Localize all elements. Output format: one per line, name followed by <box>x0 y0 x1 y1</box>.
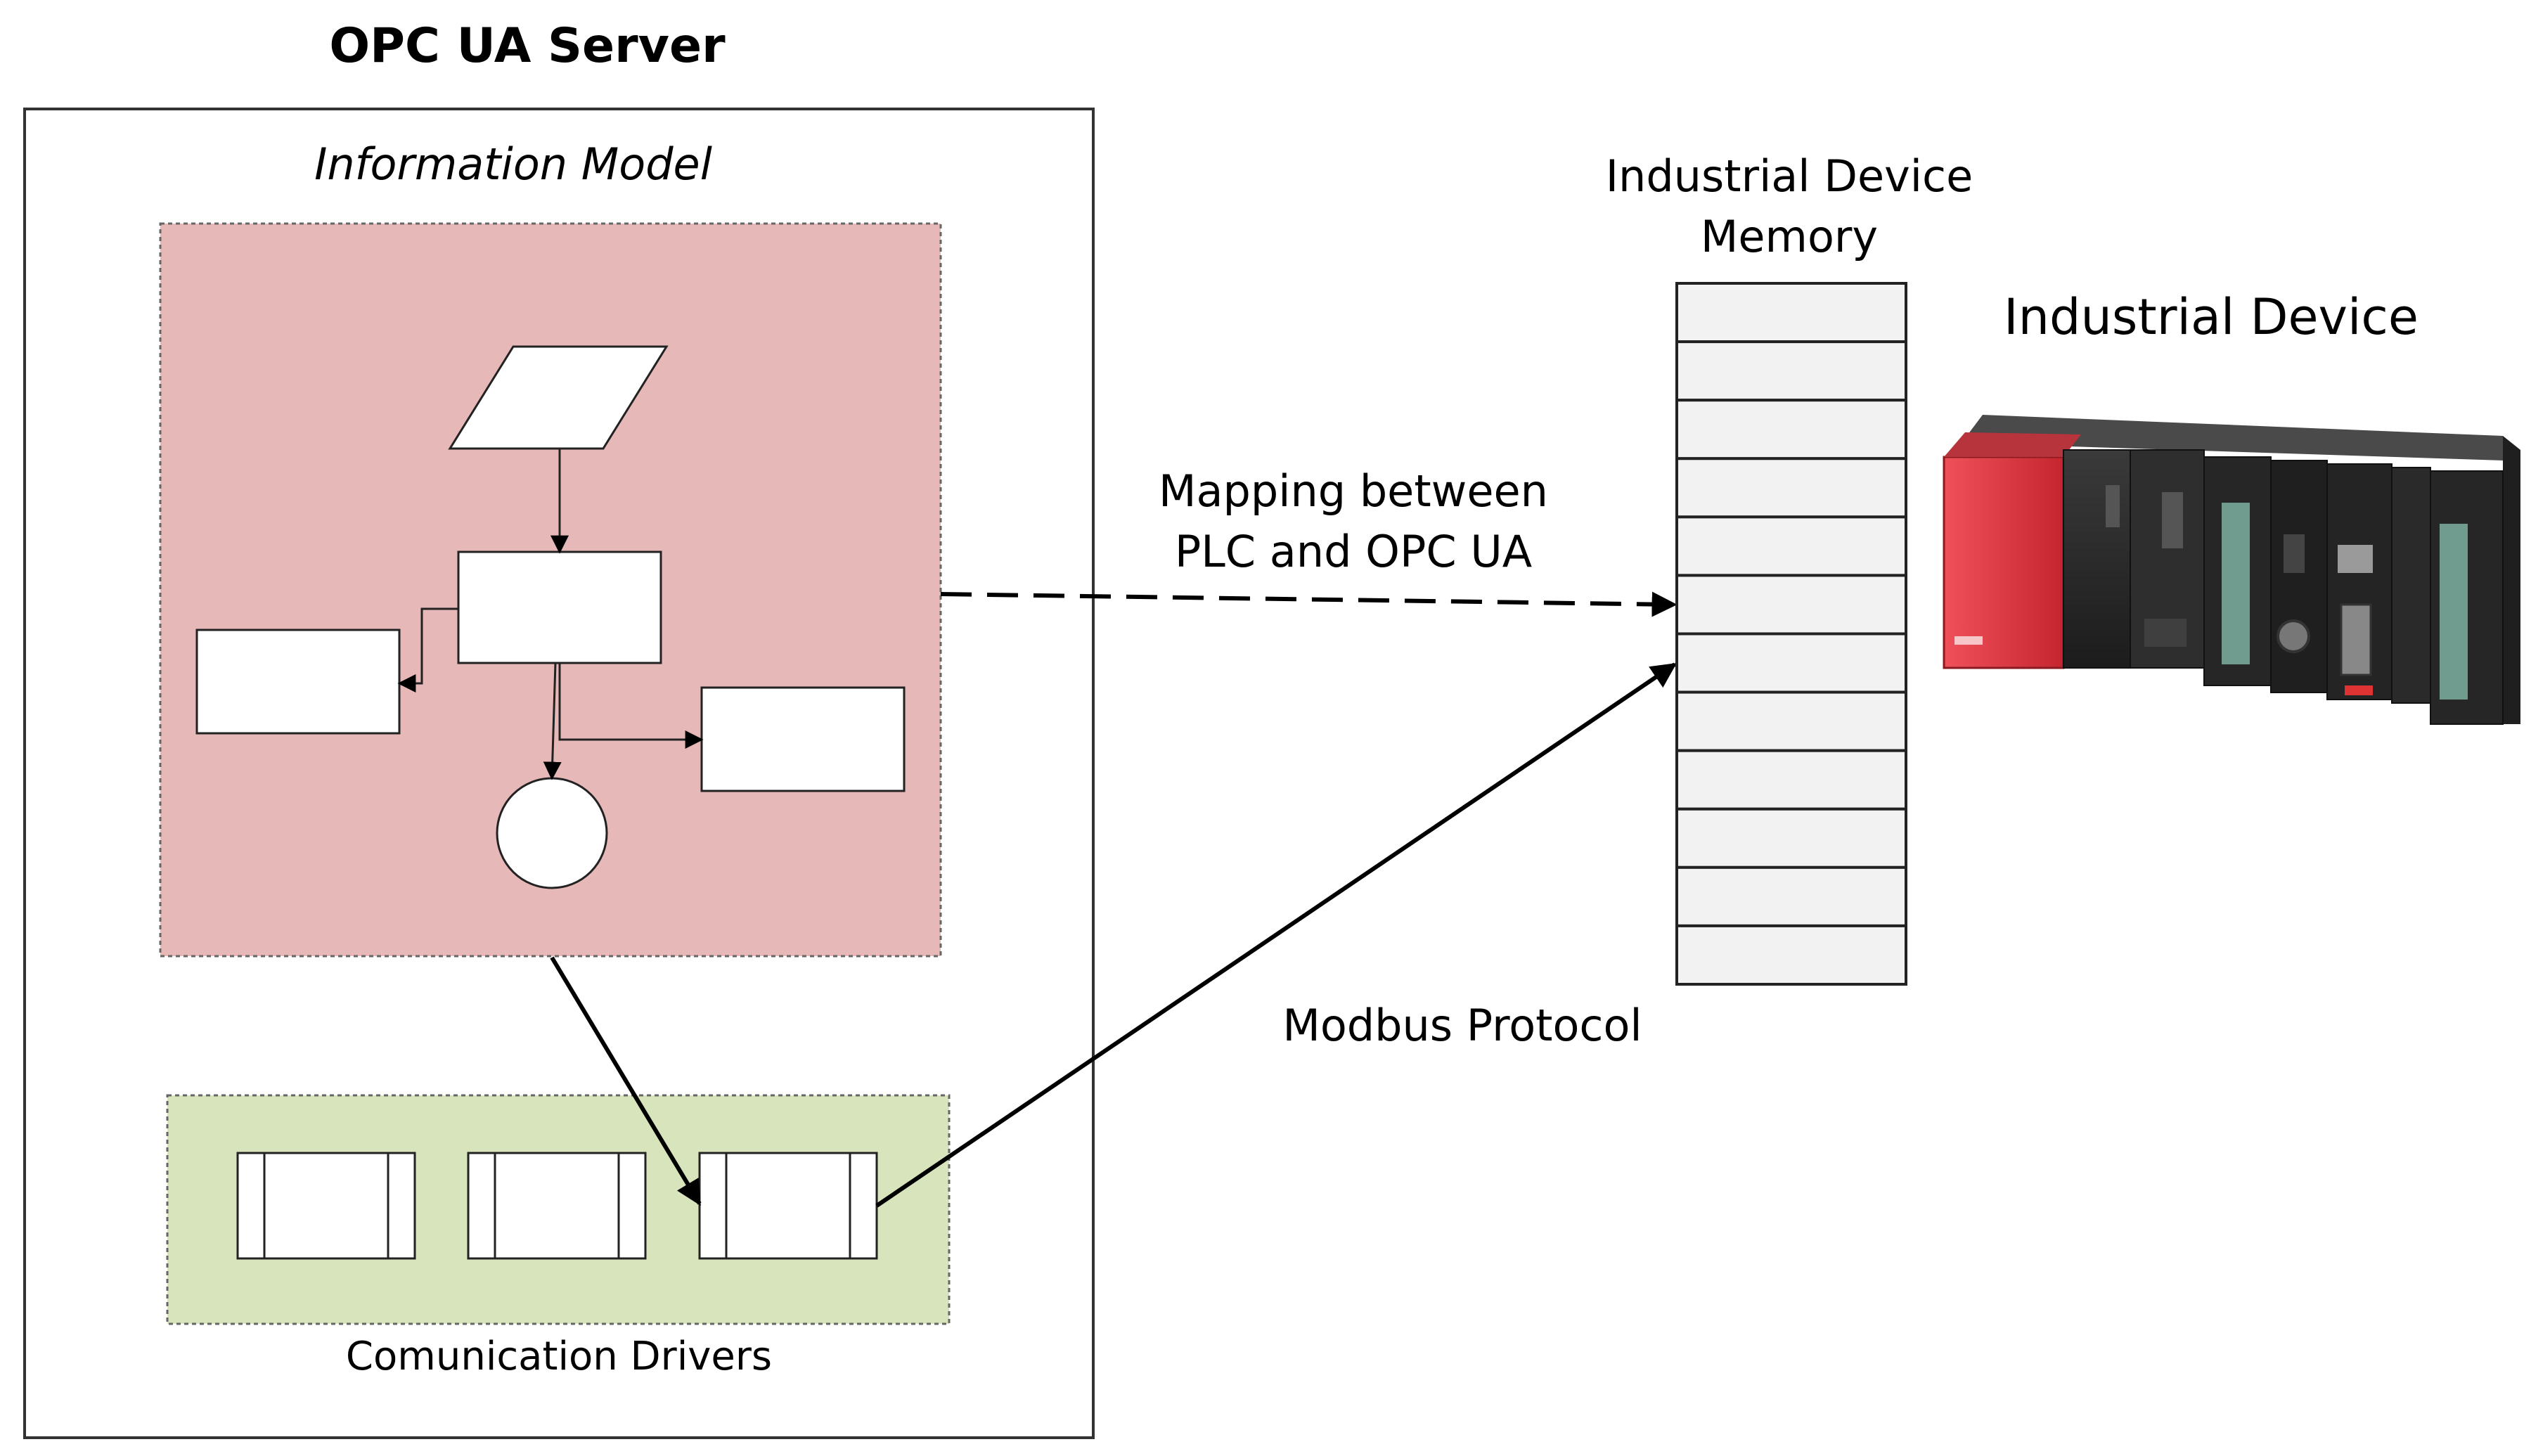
model-circle-node <box>496 777 608 889</box>
communication-drivers-label: Comunication Drivers <box>346 1334 772 1379</box>
driver-block-1 <box>236 1152 416 1260</box>
connector-center-to-right <box>558 663 704 749</box>
memory-cell-4 <box>1675 457 1907 519</box>
memory-cell-2 <box>1675 340 1907 402</box>
driver-block-3 <box>698 1152 878 1260</box>
model-left-node <box>195 629 401 735</box>
memory-cell-12 <box>1675 924 1907 986</box>
memory-label-line1: Industrial Device <box>1606 150 1973 202</box>
memory-label-line2: Memory <box>1701 211 1878 262</box>
memory-cell-3 <box>1675 399 1907 460</box>
information-model-label: Information Model <box>314 138 712 190</box>
arrow-mapping-dashed <box>940 591 1677 617</box>
arrow-driver-to-memory <box>875 662 1677 1208</box>
memory-cell-5 <box>1675 515 1907 577</box>
driver-block-2 <box>467 1152 647 1260</box>
mapping-label-line1: Mapping between <box>1159 465 1548 517</box>
memory-cell-10 <box>1675 807 1907 869</box>
memory-cell-1 <box>1675 282 1907 344</box>
industrial-device-label: Industrial Device <box>2004 288 2419 346</box>
arrow-model-to-driver <box>550 956 702 1206</box>
memory-cell-9 <box>1675 749 1907 811</box>
model-parallelogram-node <box>448 345 669 450</box>
plc-device-illustration <box>1943 415 2520 725</box>
connector-center-to-left <box>397 607 458 692</box>
server-title: OPC UA Server <box>329 18 726 74</box>
memory-cell-6 <box>1675 574 1907 636</box>
memory-cell-8 <box>1675 690 1907 752</box>
memory-cell-11 <box>1675 865 1907 927</box>
connector-center-to-circle <box>543 662 562 780</box>
memory-cell-7 <box>1675 632 1907 694</box>
industrial-device-memory-stack <box>1675 282 1907 986</box>
model-center-node <box>457 550 662 664</box>
model-right-node <box>700 686 906 792</box>
mapping-label-line2: PLC and OPC UA <box>1175 526 1532 577</box>
modbus-protocol-label: Modbus Protocol <box>1282 1000 1642 1051</box>
